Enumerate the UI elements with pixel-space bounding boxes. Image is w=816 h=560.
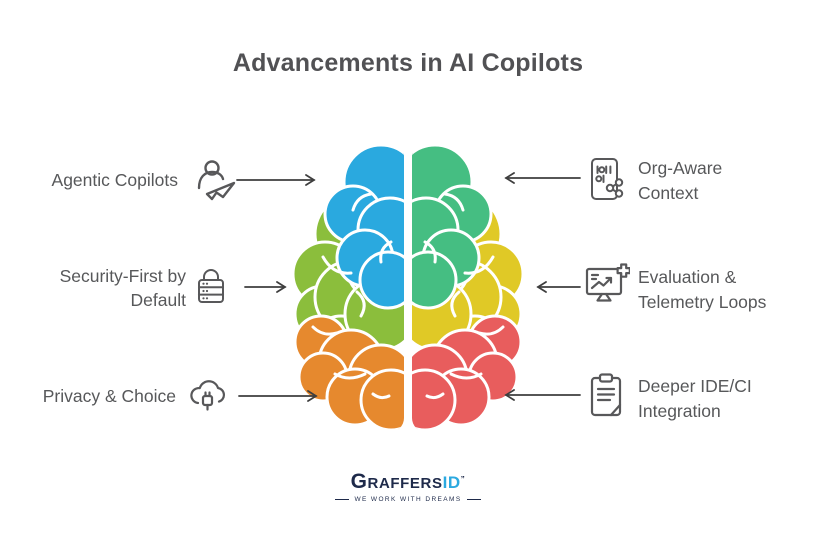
logo-letter-g: G: [350, 470, 368, 493]
arrow-agentic: [236, 174, 316, 186]
label-line: Context: [638, 183, 699, 203]
label-line: Security-First by: [59, 266, 186, 286]
agent-icon: [197, 160, 236, 201]
arrow-evaluation: [536, 281, 581, 293]
label-line: Privacy & Choice: [42, 386, 176, 406]
label-agentic-copilots: Agentic Copilots: [0, 168, 178, 192]
label-security-first: Security-First by Default: [0, 264, 186, 312]
secure-server-lock-icon: [198, 269, 224, 303]
telemetry-monitor-icon: [585, 263, 630, 302]
brain-lobe-bottom-left: [293, 314, 404, 432]
clipboard-icon: [590, 373, 622, 417]
arrow-org-aware: [504, 172, 581, 184]
brain-left-hemisphere: [293, 143, 404, 432]
brain-right-hemisphere: [412, 143, 523, 432]
label-line: Agentic Copilots: [51, 170, 178, 190]
binary-document-share-icon: [591, 158, 624, 200]
label-line: Evaluation &: [638, 267, 737, 287]
label-evaluation: Evaluation & Telemetry Loops: [638, 265, 766, 315]
page-title: Advancements in AI Copilots: [232, 49, 584, 77]
graffersid-logo: GRAFFERSID” WE WORK WITH DREAMS: [0, 470, 816, 503]
logo-id: ID: [442, 473, 461, 492]
brain-lobe-top-right: [412, 143, 493, 310]
label-privacy-choice: Privacy & Choice: [0, 384, 176, 408]
label-ide-integration: Deeper IDE/CI Integration: [638, 374, 752, 424]
label-line: Org-Aware: [638, 158, 723, 178]
logo-tagline: WE WORK WITH DREAMS: [0, 496, 816, 503]
arrow-privacy: [238, 390, 318, 402]
label-line: Telemetry Loops: [638, 292, 767, 312]
logo-wordmark: GRAFFERSID”: [0, 470, 816, 494]
arrow-ide-integration: [504, 389, 581, 401]
label-line: Default: [130, 290, 186, 310]
label-org-aware: Org-Aware Context: [638, 156, 722, 206]
brain-gyri-right: [423, 192, 505, 400]
brain-lobe-bottom-right: [412, 314, 523, 432]
label-line: Deeper IDE/CI: [638, 376, 752, 396]
logo-trademark: ”: [460, 475, 466, 484]
logo-raffers: RAFFERS: [367, 475, 443, 492]
cloud-plug-icon: [190, 380, 225, 411]
label-line: Integration: [638, 401, 721, 421]
brain-illustration: [293, 143, 523, 432]
brain-gyri-left: [311, 192, 393, 400]
arrow-security: [244, 281, 287, 293]
